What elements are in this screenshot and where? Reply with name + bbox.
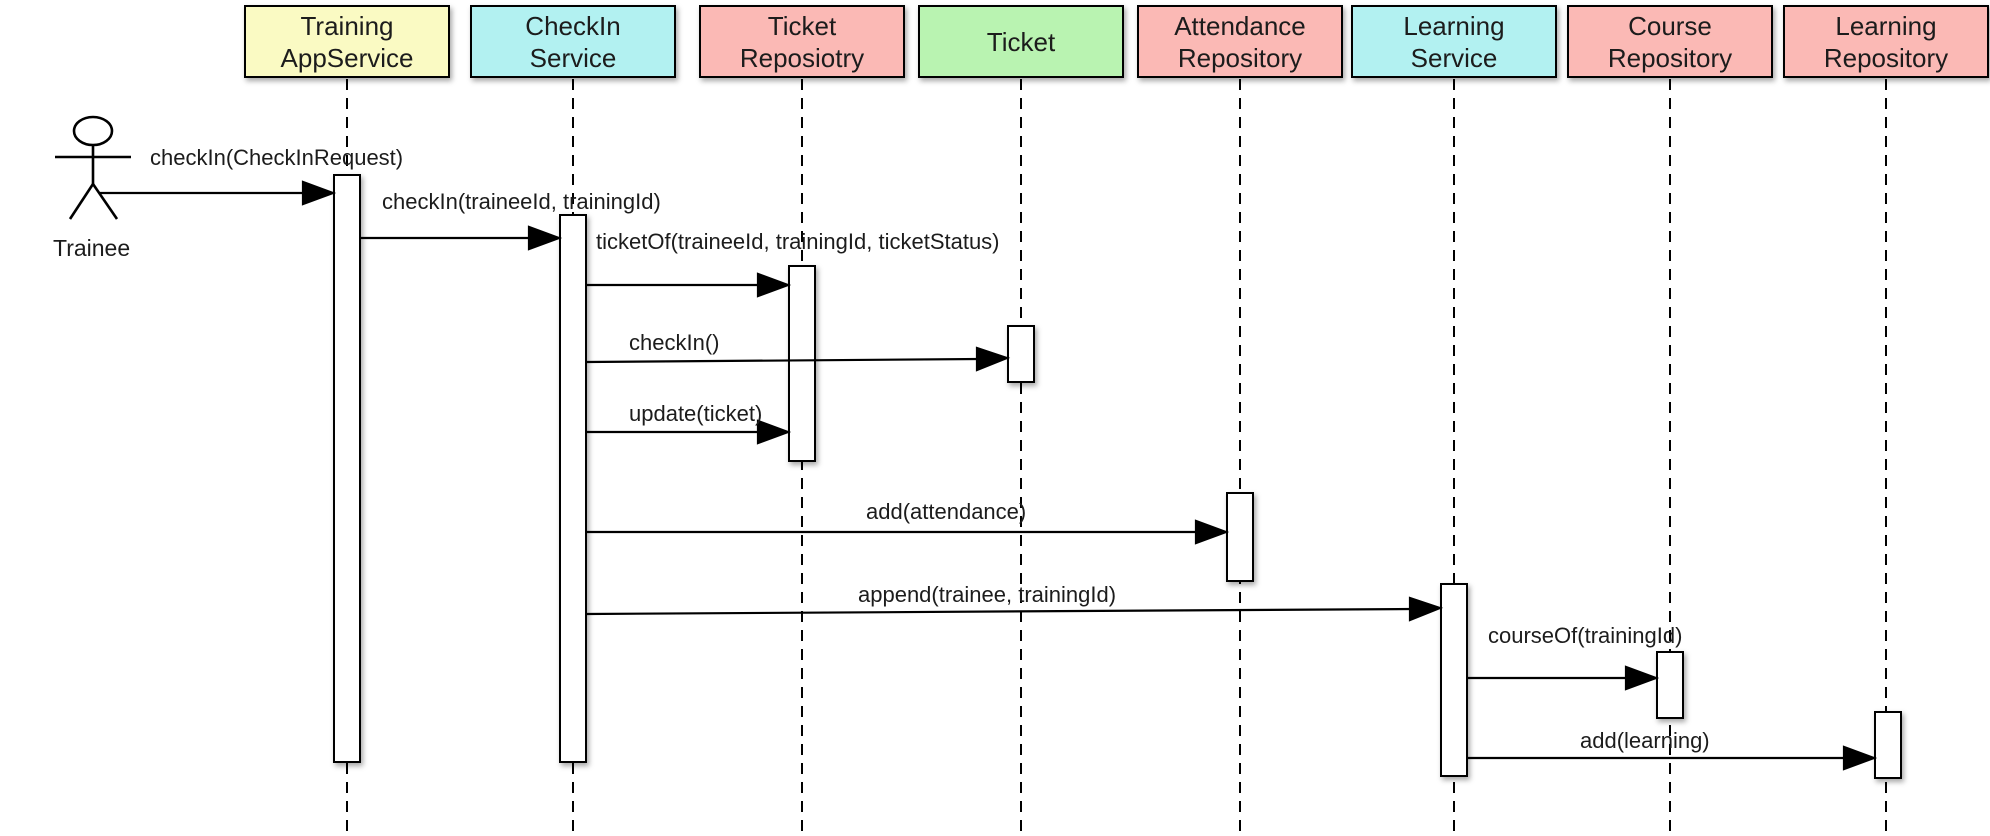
actor-head <box>74 117 112 145</box>
message-arrow-add-attendance <box>587 521 1226 543</box>
actor-trainee-figure <box>55 117 131 219</box>
activation-learning-repository <box>1874 711 1902 779</box>
message-label-courseof-trainingid: courseOf(trainingId) <box>1488 623 1683 648</box>
activation-attendance-repository <box>1226 492 1254 582</box>
message-label-ticketof: ticketOf(traineeId, trainingId, ticketSt… <box>596 229 1000 254</box>
actor-leg-right <box>93 184 117 219</box>
participant-course-repository: Course Repository <box>1567 5 1773 78</box>
message-arrow-add-learning <box>1468 747 1874 769</box>
message-arrow-update-ticket <box>587 421 788 443</box>
participant-training-app-service: Training AppService <box>244 5 450 78</box>
message-arrow-ticketof <box>587 274 788 296</box>
message-label-checkin-traineeid-trainingid: checkIn(traineeId, trainingId) <box>382 189 661 214</box>
actor-leg-left <box>70 184 93 219</box>
message-arrow-append-trainee-trainingid <box>587 598 1440 620</box>
message-arrow-checkin-traineeid-trainingid <box>361 227 559 249</box>
message-label-add-learning: add(learning) <box>1580 728 1710 753</box>
activation-learning-service <box>1440 583 1468 777</box>
message-label-append-trainee-trainingid: append(trainee, trainingId) <box>858 582 1117 607</box>
participant-learning-repository: Learning Repository <box>1783 5 1989 78</box>
participant-learning-service: Learning Service <box>1351 5 1557 78</box>
message-label-update-ticket: update(ticket) <box>629 401 763 426</box>
message-arrow-checkin-empty <box>587 348 1007 370</box>
activation-training-app-service <box>333 174 361 763</box>
activation-ticket <box>1007 325 1035 383</box>
participant-attendance-repository: Attendance Repository <box>1137 5 1343 78</box>
activation-checkin-service <box>559 214 587 763</box>
actor-label: Trainee <box>53 235 131 261</box>
participant-ticket: Ticket <box>918 5 1124 78</box>
message-label-checkin-empty: checkIn() <box>629 330 720 355</box>
activation-course-repository <box>1656 651 1684 719</box>
message-label-checkin-checkinrequest: checkIn(CheckInRequest) <box>150 145 404 170</box>
participant-ticket-repository: Ticket Reposiotry <box>699 5 905 78</box>
activation-ticket-repository <box>788 265 816 462</box>
message-label-add-attendance: add(attendance) <box>866 499 1027 524</box>
message-arrow-courseof-trainingid <box>1468 667 1656 689</box>
message-arrow-checkin-checkinrequest <box>100 182 333 204</box>
participant-checkin-service: CheckIn Service <box>470 5 676 78</box>
